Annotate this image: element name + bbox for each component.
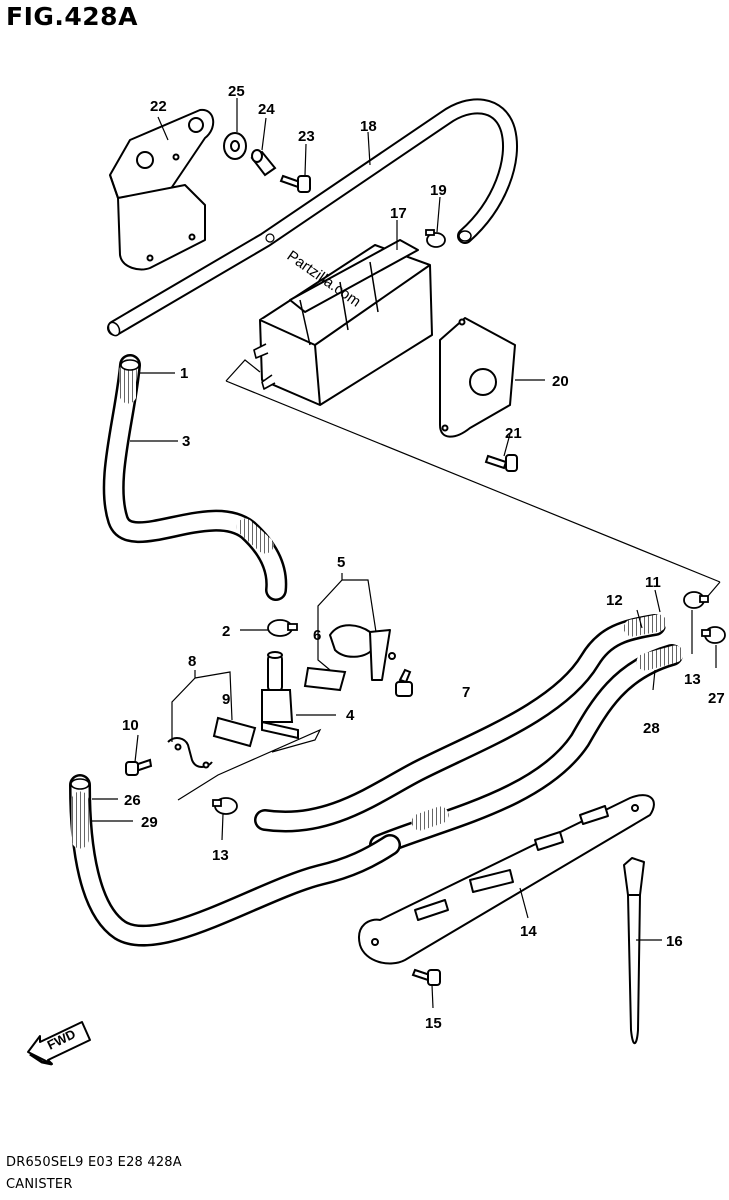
callout-7: 7: [462, 684, 470, 701]
callout-labels: 22 25 24 23 18 19 17 20 21 1 3 5 2 6 8 7…: [122, 83, 725, 1032]
tie-16: [623, 857, 645, 1045]
callout-17: 17: [390, 205, 407, 222]
fitting-4: [261, 651, 299, 740]
bracket-5: [329, 624, 396, 681]
footer-name: CANISTER: [6, 1177, 73, 1192]
callout-9: 9: [222, 691, 230, 708]
bolt-21: [484, 454, 518, 472]
callout-22: 22: [150, 98, 167, 115]
callout-29: 29: [141, 814, 158, 831]
callout-4: 4: [346, 707, 355, 724]
callout-8: 8: [188, 653, 196, 670]
bracket-14: [358, 794, 655, 965]
callout-5: 5: [337, 554, 345, 571]
clamp-13-b: [683, 591, 709, 609]
callout-28: 28: [643, 720, 660, 737]
hose-18: [107, 98, 519, 337]
washer-25: [223, 132, 247, 160]
callout-2: 2: [222, 623, 230, 640]
callout-20: 20: [552, 373, 569, 390]
screw-10: [125, 758, 153, 776]
bolt-15: [411, 968, 441, 986]
footer-code: DR650SEL9 E03 E28 428A: [6, 1155, 182, 1170]
canister-17: [253, 239, 433, 406]
callout-21: 21: [505, 425, 522, 442]
callout-23: 23: [298, 128, 315, 145]
bracket-20: [439, 317, 516, 438]
leader-lines: [92, 98, 721, 1009]
callout-19: 19: [430, 182, 447, 199]
callout-3: 3: [182, 433, 190, 450]
hose-12: [254, 614, 667, 833]
callout-1: 1: [180, 365, 188, 382]
callout-25: 25: [228, 83, 245, 100]
callout-14: 14: [520, 923, 537, 940]
collar-24: [250, 149, 277, 177]
callout-26: 26: [124, 792, 141, 809]
bolt-5: [395, 668, 413, 697]
callout-18: 18: [360, 118, 377, 135]
cushion-6: [303, 666, 347, 692]
figure-title: FIG.428A: [6, 2, 138, 31]
cushion-9: [212, 716, 257, 748]
clamp-8: [167, 737, 213, 769]
callout-27: 27: [708, 690, 725, 707]
callout-15: 15: [425, 1015, 442, 1032]
callout-13-left: 13: [212, 847, 229, 864]
callout-16: 16: [666, 933, 683, 950]
callout-13-right: 13: [684, 671, 701, 688]
hose-3: [102, 354, 288, 601]
clamp-19: [425, 229, 446, 248]
bracket-22: [109, 108, 215, 271]
clamp-27: [701, 626, 726, 644]
callout-6: 6: [313, 627, 321, 644]
bolt-23: [279, 174, 311, 193]
callout-11: 11: [645, 574, 661, 591]
fwd-arrow-icon: FWD: [27, 1021, 91, 1066]
callout-12: 12: [606, 592, 623, 609]
callout-24: 24: [258, 101, 275, 118]
callout-10: 10: [122, 717, 139, 734]
hose-29: [69, 774, 449, 947]
clamp-13-a: [212, 797, 238, 815]
clamp-2: [267, 619, 298, 637]
